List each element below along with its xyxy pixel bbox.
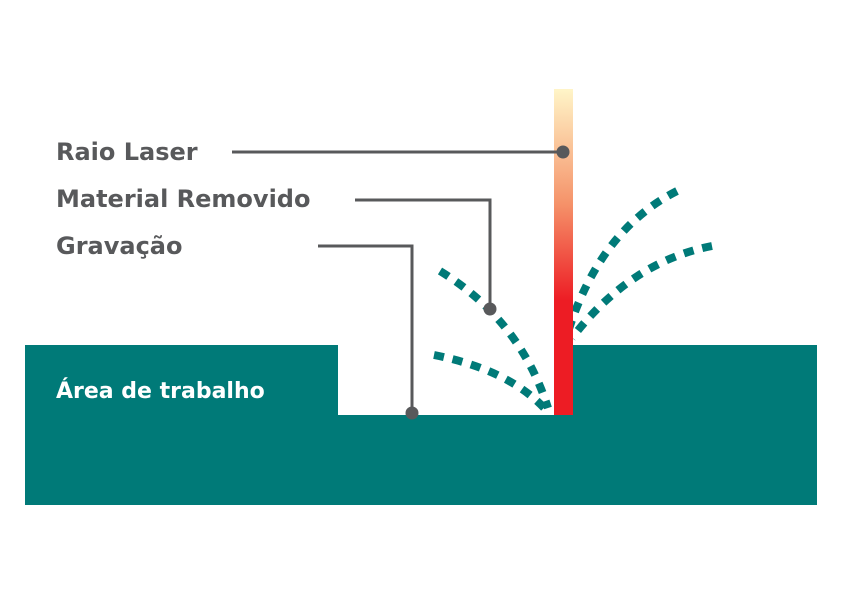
leader-engraving-dot <box>405 406 419 420</box>
leader-laser-dot <box>556 145 570 159</box>
leader-lines <box>232 145 570 420</box>
material-spray <box>433 187 713 413</box>
label-work-area: Área de trabalho <box>56 378 265 404</box>
leader-removed-dot <box>483 302 497 316</box>
workpiece-right-block <box>572 345 817 505</box>
label-removed-material: Material Removido <box>56 185 310 213</box>
spray-path-right-lower <box>568 242 713 341</box>
label-engraving: Gravação <box>56 232 182 260</box>
leader-engraving <box>318 244 414 413</box>
workpiece <box>25 345 817 505</box>
leader-removed <box>355 198 492 309</box>
label-laser: Raio Laser <box>56 138 198 166</box>
spray-path-left-upper <box>437 267 552 410</box>
laser-beam <box>554 89 573 415</box>
spray-path-right-upper <box>564 187 679 334</box>
spray-path-left-lower <box>433 351 549 413</box>
